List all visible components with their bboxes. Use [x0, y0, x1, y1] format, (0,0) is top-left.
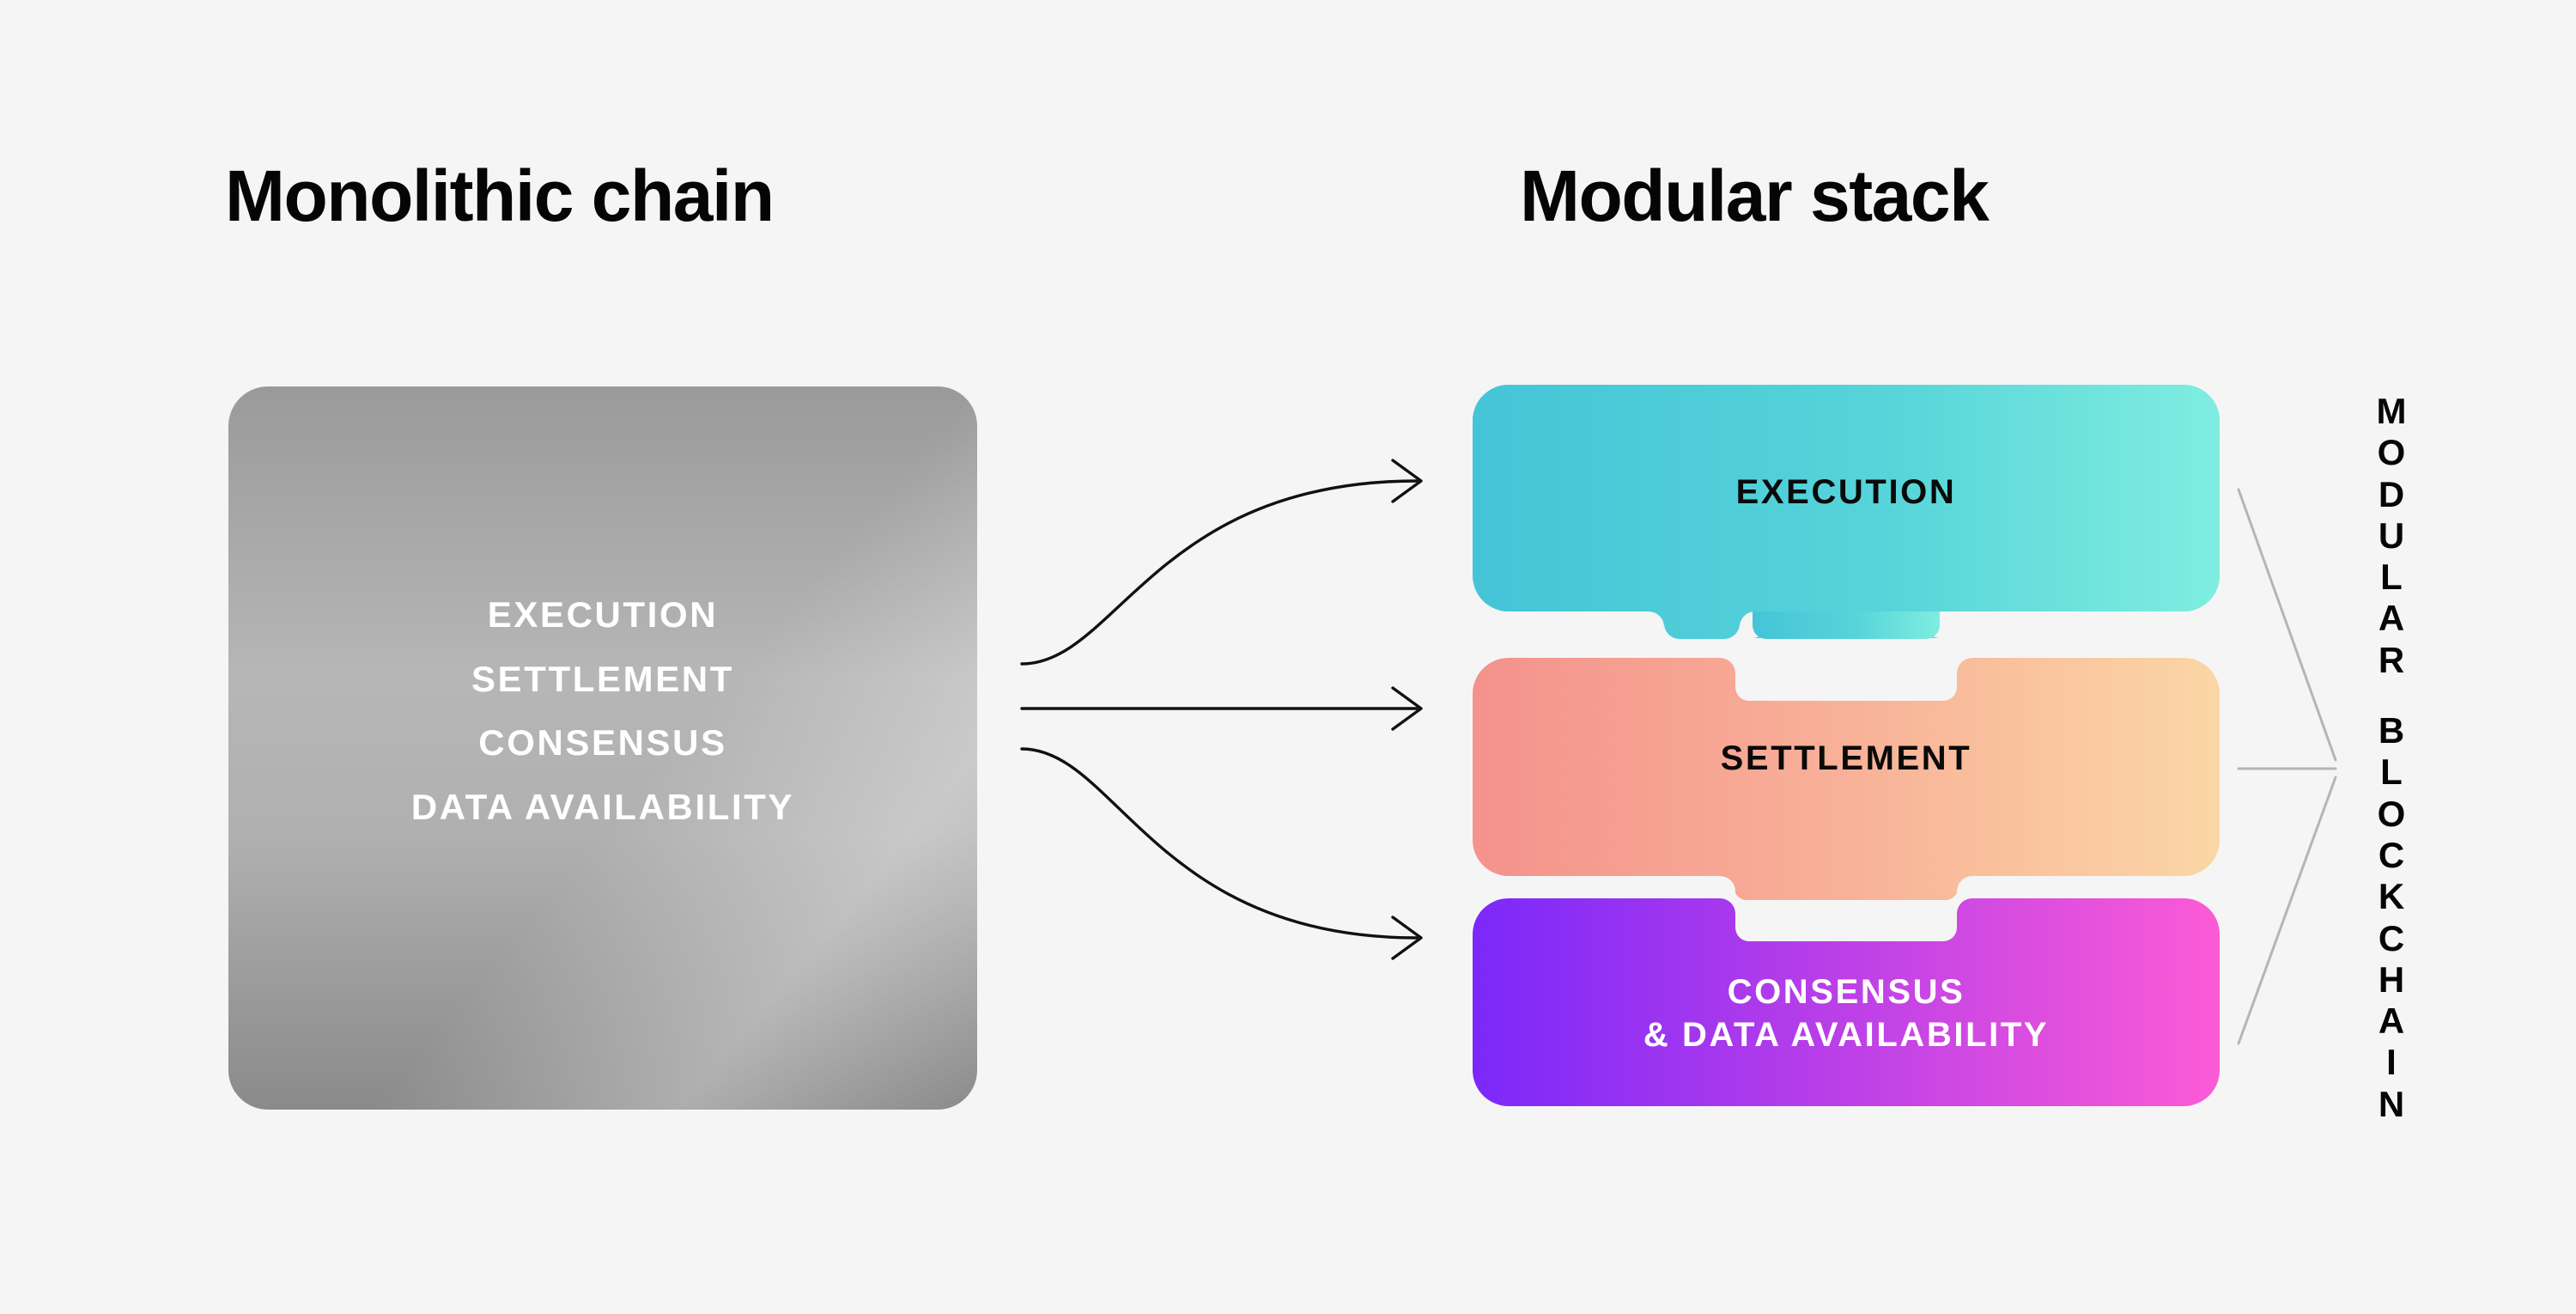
- bracket-prong-top: [2237, 488, 2337, 762]
- caption-letter: L: [2380, 751, 2403, 793]
- caption-letter: M: [2376, 391, 2407, 431]
- monolithic-layer-settlement: SETTLEMENT: [471, 658, 734, 699]
- monolithic-layer-data-availability: DATA AVAILABILITY: [410, 786, 795, 827]
- arrow-to-settlement-icon: [1020, 686, 1423, 731]
- caption-letter: N: [2378, 1083, 2405, 1124]
- caption-letter: O: [2377, 432, 2406, 473]
- consensus-shape: [1473, 898, 2220, 1106]
- monolithic-layer-list: EXECUTION SETTLEMENT CONSENSUS DATA AVAI…: [228, 593, 977, 830]
- arrow-to-consensus-icon: [1020, 747, 1423, 960]
- caption-letter: H: [2378, 958, 2405, 1000]
- caption-letter: U: [2378, 514, 2405, 556]
- page-title-monolithic: Monolithic chain: [225, 155, 775, 236]
- settlement-shape: [1473, 658, 2220, 901]
- caption-letter: R: [2378, 639, 2405, 680]
- modular-layer-execution[interactable]: EXECUTION: [1473, 385, 2220, 642]
- caption-letter: I: [2386, 1042, 2397, 1083]
- caption-letter: C: [2378, 834, 2405, 875]
- monolithic-layer-consensus: CONSENSUS: [478, 722, 727, 763]
- caption-letter: O: [2377, 793, 2406, 834]
- caption-letter: L: [2380, 557, 2403, 598]
- caption-letter: C: [2378, 917, 2405, 958]
- arrow-to-execution-icon: [1020, 459, 1423, 666]
- caption-letter: B: [2378, 710, 2405, 751]
- modular-layer-consensus[interactable]: CONSENSUS & DATA AVAILABILITY: [1473, 891, 2220, 1113]
- caption-letter: A: [2378, 598, 2405, 639]
- caption-letter: K: [2378, 876, 2405, 917]
- monolithic-chain-block: [228, 386, 977, 1110]
- modular-layer-settlement[interactable]: SETTLEMENT: [1473, 642, 2220, 901]
- caption-letter: D: [2378, 473, 2405, 514]
- bracket-prong-bottom: [2237, 776, 2337, 1045]
- execution-shape: [1473, 385, 2220, 639]
- modular-bracket: [2237, 488, 2337, 1045]
- arrow-group: .arrowline { fill:none; stroke:#111111; …: [1020, 459, 1423, 960]
- page-title-modular: Modular stack: [1520, 155, 1990, 236]
- monolithic-layer-execution: EXECUTION: [487, 594, 719, 635]
- caption-letter: A: [2378, 1001, 2405, 1042]
